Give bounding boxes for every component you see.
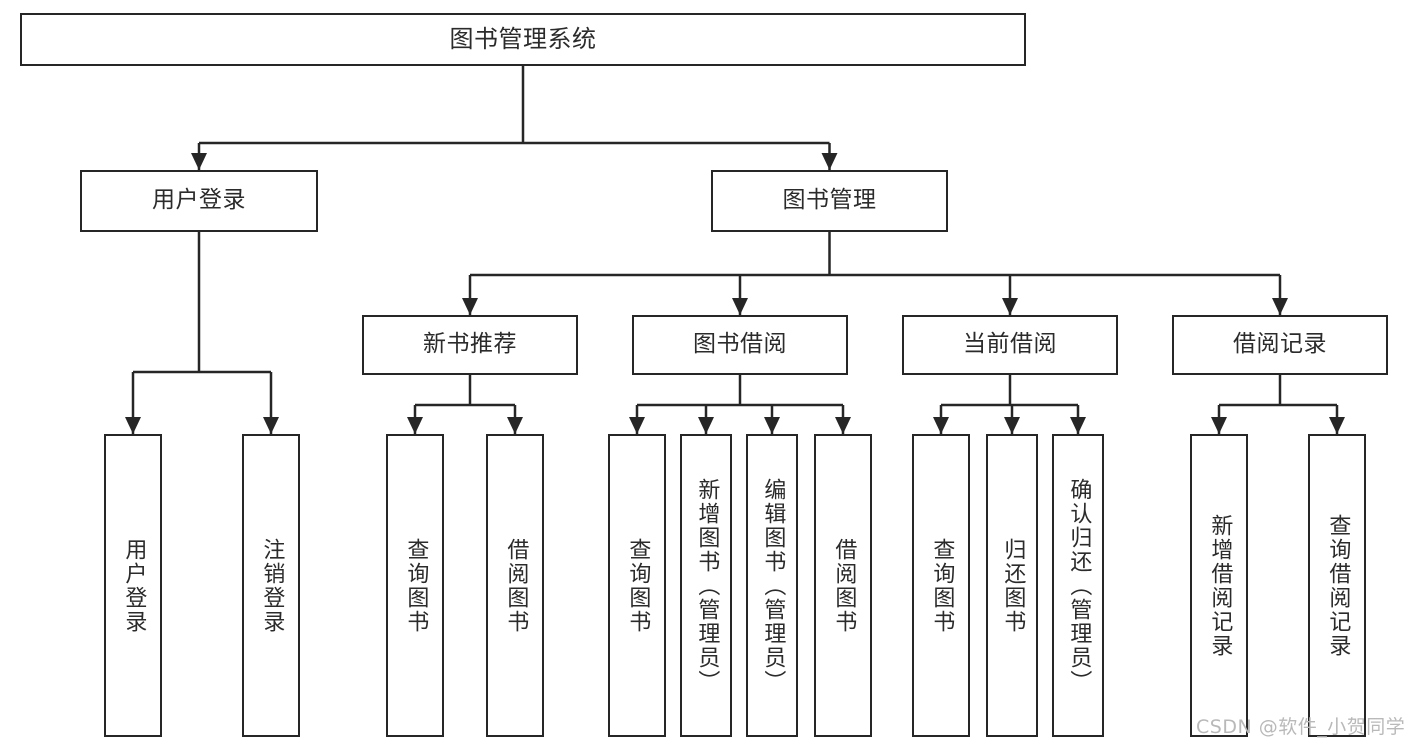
node-label: 图书管理	[782, 187, 877, 214]
node-leaf-query-book-3[interactable]: 查询图书	[912, 434, 970, 737]
arrowhead-leaf-add-record	[1211, 417, 1227, 434]
node-label: 归还图书	[1000, 537, 1026, 634]
node-label: 新书推荐	[423, 331, 517, 358]
node-new-book-rec[interactable]: 新书推荐	[362, 315, 578, 375]
node-current-borrow[interactable]: 当前借阅	[902, 315, 1118, 375]
arrowhead-leaf-return-book	[1004, 417, 1020, 434]
node-user-login[interactable]: 用户登录	[80, 170, 318, 232]
arrowhead-book-manage	[821, 153, 838, 170]
node-label: 确认归还（管理员）	[1066, 477, 1092, 694]
arrowhead-leaf-query-book-2	[629, 417, 645, 434]
arrowhead-leaf-user-logout	[263, 417, 279, 434]
node-label: 注销登录	[259, 537, 285, 634]
node-label: 新增图书（管理员）	[694, 477, 720, 694]
arrowhead-leaf-query-record	[1329, 417, 1345, 434]
arrowhead-leaf-add-book	[698, 417, 714, 434]
node-book-manage[interactable]: 图书管理	[711, 170, 948, 232]
node-leaf-add-record[interactable]: 新增借阅记录	[1190, 434, 1248, 737]
node-label: 图书借阅	[693, 331, 787, 358]
node-label: 查询图书	[625, 537, 651, 634]
node-label: 编辑图书（管理员）	[760, 477, 786, 694]
node-label: 借阅图书	[831, 537, 857, 634]
node-label: 新增借阅记录	[1207, 513, 1233, 658]
node-leaf-borrow-book-2[interactable]: 借阅图书	[814, 434, 872, 737]
node-label: 用户登录	[152, 187, 246, 214]
node-label: 查询图书	[403, 537, 429, 634]
arrowhead-borrow-record	[1272, 298, 1288, 315]
node-leaf-borrow-book-1[interactable]: 借阅图书	[486, 434, 544, 737]
arrowhead-leaf-confirm-return	[1070, 417, 1086, 434]
node-label: 借阅记录	[1233, 331, 1327, 358]
node-leaf-query-record[interactable]: 查询借阅记录	[1308, 434, 1366, 737]
node-label: 查询借阅记录	[1325, 513, 1351, 658]
arrowhead-user-login	[191, 153, 207, 170]
arrowhead-leaf-user-login	[125, 417, 141, 434]
node-label: 当前借阅	[963, 331, 1057, 358]
node-leaf-user-logout[interactable]: 注销登录	[242, 434, 300, 737]
node-borrow-record[interactable]: 借阅记录	[1172, 315, 1388, 375]
node-leaf-query-book-1[interactable]: 查询图书	[386, 434, 444, 737]
arrowhead-leaf-query-book-3	[933, 417, 949, 434]
node-book-borrow[interactable]: 图书借阅	[632, 315, 848, 375]
node-label: 查询图书	[929, 537, 955, 634]
arrowhead-leaf-borrow-book-1	[507, 417, 523, 434]
arrowhead-book-borrow	[732, 298, 748, 315]
node-leaf-user-login[interactable]: 用户登录	[104, 434, 162, 737]
arrowhead-leaf-borrow-book-2	[835, 417, 851, 434]
arrowhead-new-book-rec	[462, 298, 478, 315]
node-root[interactable]: 图书管理系统	[20, 13, 1026, 66]
arrowhead-current-borrow	[1002, 298, 1018, 315]
node-label: 用户登录	[121, 537, 147, 634]
watermark-text: CSDN @软件_小贺同学	[1196, 716, 1405, 738]
node-leaf-edit-book[interactable]: 编辑图书（管理员）	[746, 434, 798, 737]
arrowhead-leaf-query-book-1	[407, 417, 423, 434]
node-leaf-add-book[interactable]: 新增图书（管理员）	[680, 434, 732, 737]
node-label: 图书管理系统	[449, 25, 597, 54]
node-label: 借阅图书	[503, 537, 529, 634]
node-leaf-confirm-return[interactable]: 确认归还（管理员）	[1052, 434, 1104, 737]
arrowhead-leaf-edit-book	[764, 417, 780, 434]
node-leaf-return-book[interactable]: 归还图书	[986, 434, 1038, 737]
node-leaf-query-book-2[interactable]: 查询图书	[608, 434, 666, 737]
